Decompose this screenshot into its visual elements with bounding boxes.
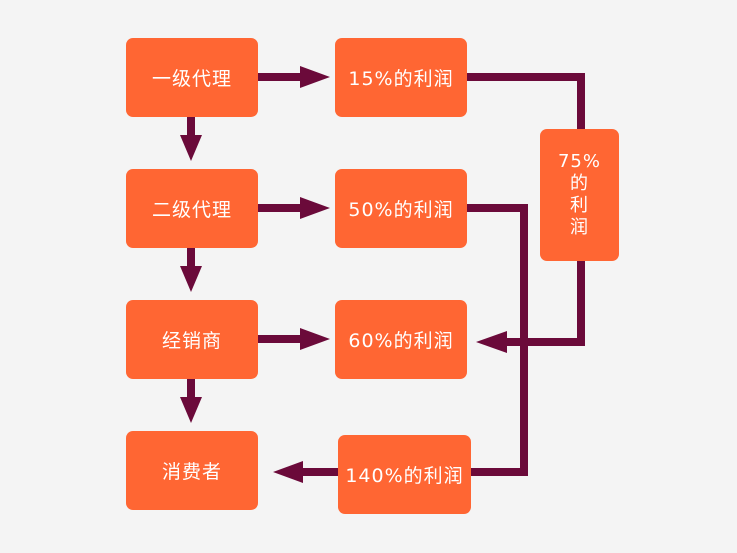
node-label: 140%的利润 (345, 465, 464, 487)
arrowhead-right-3 (300, 328, 330, 350)
connector-p15-to-p75 (467, 73, 585, 130)
node-label: 一级代理 (151, 68, 232, 90)
node-label: 消费者 (161, 461, 222, 483)
arrowhead-down-1 (180, 135, 202, 161)
node-label: 60%的利润 (348, 330, 454, 352)
node-label-line: 75% (557, 151, 601, 172)
node-label: 经销商 (161, 330, 222, 352)
node-label: 50%的利润 (348, 199, 454, 221)
node-profit-60: 60%的利润 (335, 300, 467, 379)
node-level1-agent: 一级代理 (126, 38, 258, 117)
arrowhead-left-p60 (476, 331, 507, 353)
node-label: 二级代理 (151, 199, 232, 221)
arrowhead-left-consumer (273, 461, 303, 483)
node-profit-50: 50%的利润 (335, 169, 467, 248)
node-label-line: 润 (570, 217, 589, 238)
arrowhead-down-2 (180, 266, 202, 292)
node-level2-agent: 二级代理 (126, 169, 258, 248)
connector-p50-to-p140 (467, 204, 528, 476)
node-profit-140: 140%的利润 (338, 435, 471, 514)
node-label: 15%的利润 (348, 68, 454, 90)
connector-p75-to-p60 (505, 261, 585, 346)
node-profit-75: 75% 的 利 润 (540, 129, 619, 261)
node-profit-15: 15%的利润 (335, 38, 467, 117)
arrowhead-down-3 (180, 397, 202, 423)
arrowhead-right-1 (300, 66, 330, 88)
node-distributor: 经销商 (126, 300, 258, 379)
node-label-line: 的 (570, 173, 589, 194)
node-label-line: 利 (570, 195, 589, 216)
node-consumer: 消费者 (126, 431, 258, 510)
arrowhead-right-2 (300, 197, 330, 219)
